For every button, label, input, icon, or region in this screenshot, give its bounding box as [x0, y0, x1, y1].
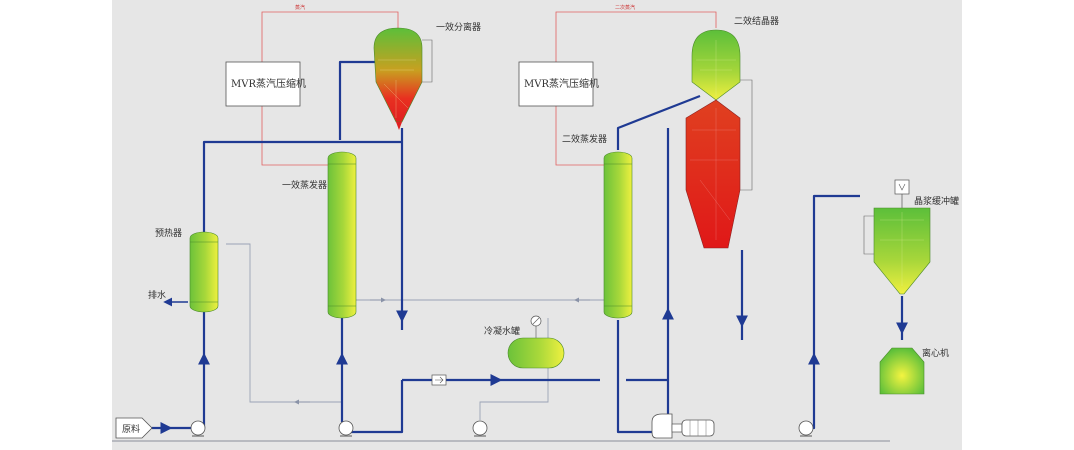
slurry-tank — [863, 179, 931, 295]
drain-label: 排水 — [148, 289, 166, 301]
pump-slurry — [798, 420, 814, 437]
slurry-tank-label: 晶浆缓冲罐 — [914, 195, 959, 207]
centrifuge-label: 离心机 — [922, 347, 949, 359]
separator-1 — [373, 27, 433, 130]
evaporator-1-label: 一效蒸发器 — [282, 179, 327, 191]
condensate-tank-label: 冷凝水罐 — [484, 325, 520, 337]
preheater — [189, 231, 219, 313]
evaporator-2-label: 二效蒸发器 — [562, 133, 607, 145]
pump-circulation — [651, 413, 715, 439]
pump-evaporator-1 — [338, 420, 354, 437]
condensate-tank — [507, 315, 565, 369]
vapor-lines-2 — [555, 11, 717, 166]
vapor-note-1: 蒸汽 — [295, 4, 305, 11]
mvr-compressor-1 — [225, 61, 301, 107]
centrifuge — [879, 347, 925, 395]
vapor-lines-1 — [261, 11, 399, 166]
crystallizer-2-label: 二效结晶器 — [734, 15, 779, 27]
feed-label: 原料 — [122, 423, 140, 435]
pump-preheater-feed — [190, 420, 206, 437]
vapor-note-2: 二次蒸汽 — [615, 4, 635, 11]
evaporator-2 — [603, 151, 633, 319]
mvr-compressor-2 — [518, 61, 594, 107]
evaporator-1 — [327, 151, 357, 319]
mvr-compressor-1-label: MVR蒸汽压缩机 — [231, 77, 306, 90]
separator-1-label: 一效分离器 — [436, 21, 481, 33]
mvr-compressor-2-label: MVR蒸汽压缩机 — [524, 77, 599, 90]
pump-condensate — [472, 420, 488, 437]
flow-meter — [431, 374, 447, 386]
crystallizer-2 — [685, 29, 753, 249]
preheater-label: 预热器 — [155, 227, 182, 239]
feed-inlet — [115, 417, 153, 439]
